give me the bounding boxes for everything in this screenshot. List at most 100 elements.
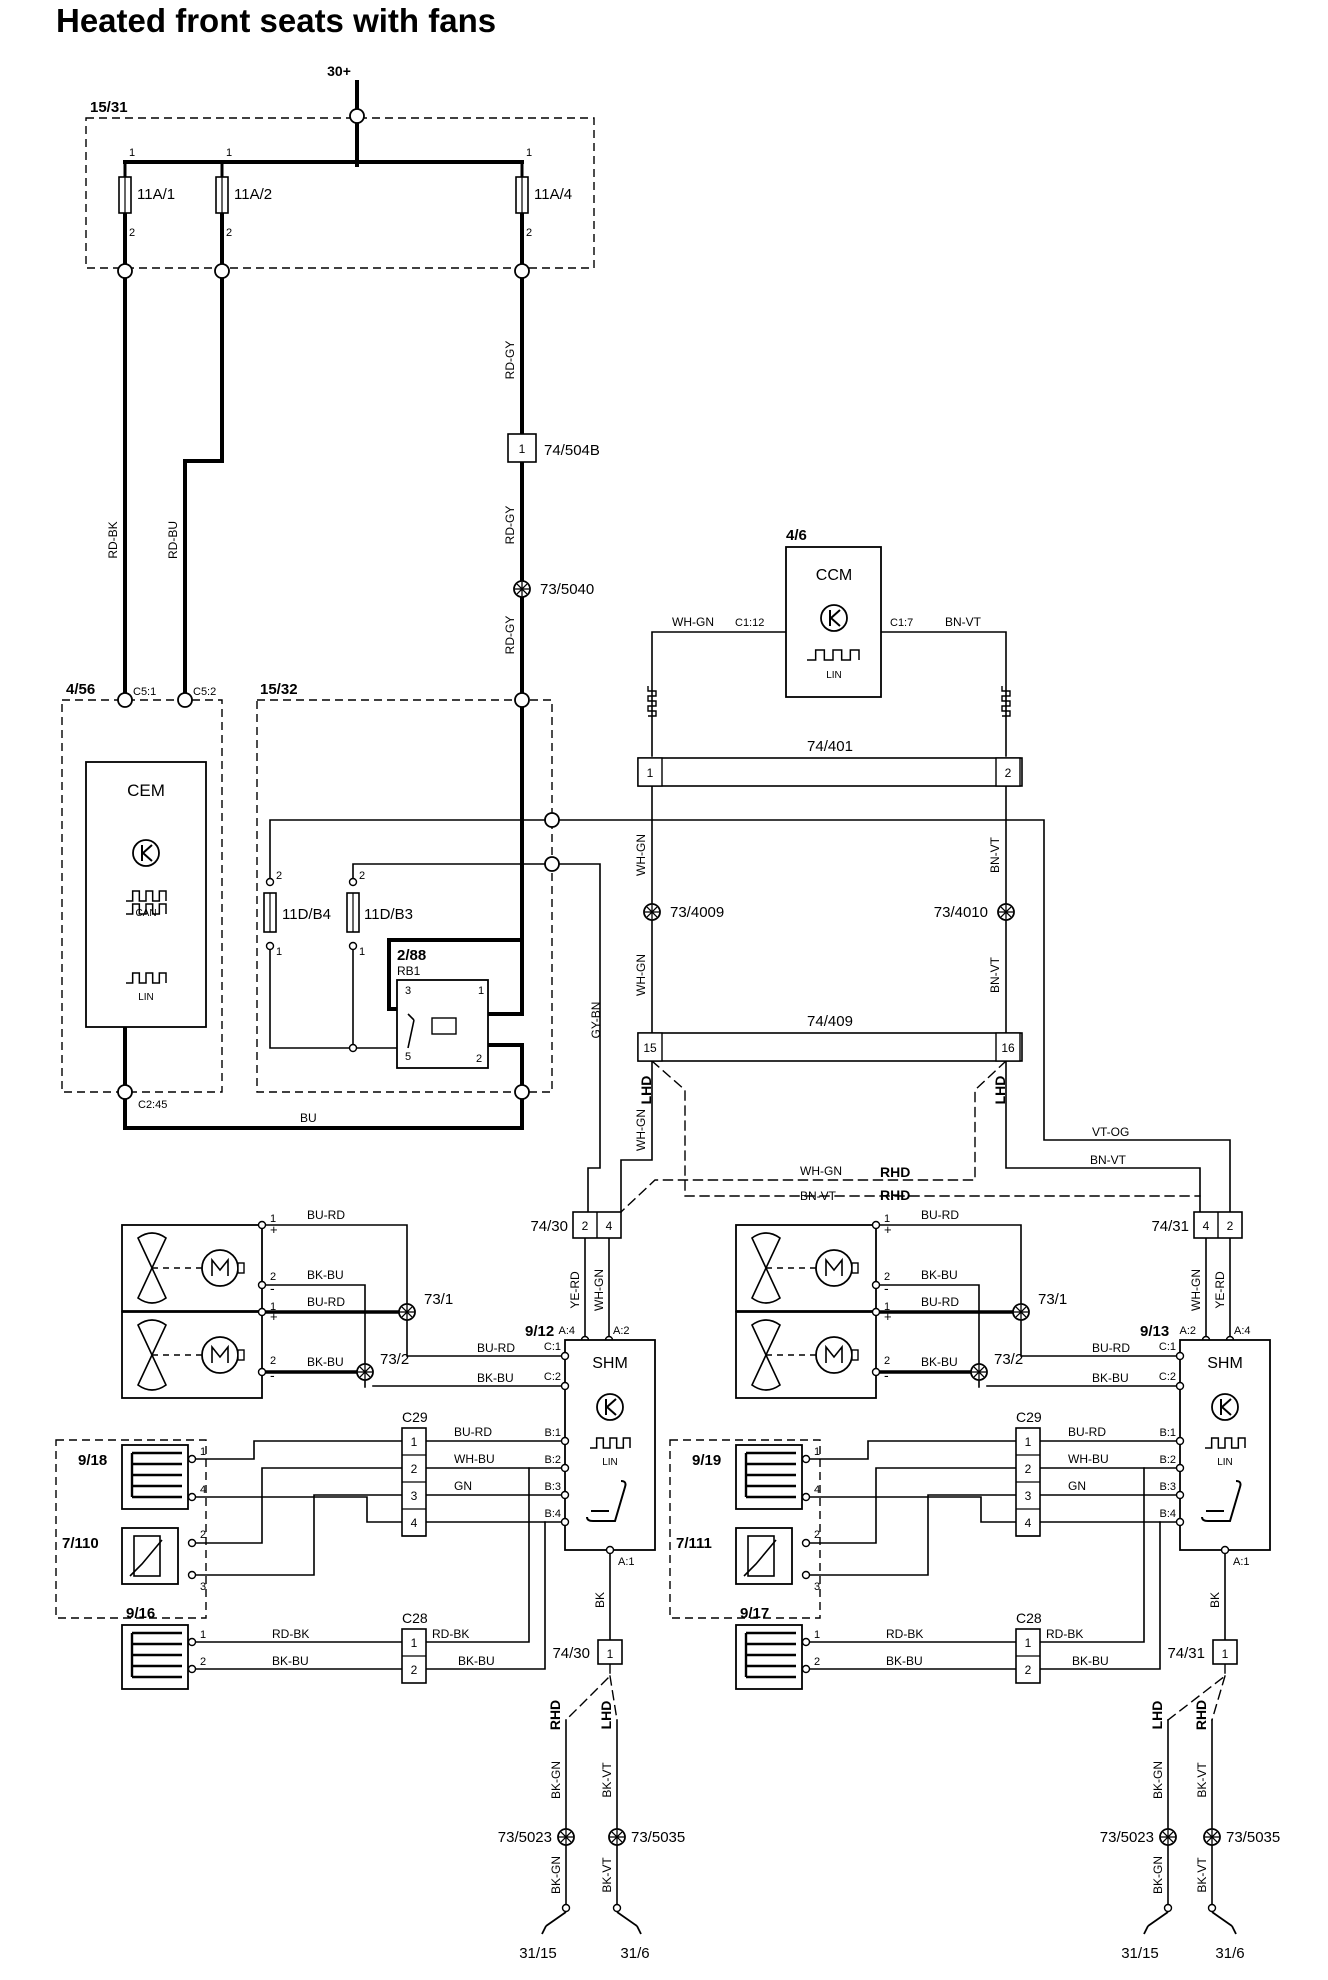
wire-label: WH-GN bbox=[1189, 1269, 1203, 1311]
connector-pin-label: 16 bbox=[1001, 1041, 1015, 1055]
shm-id-label: 9/13 bbox=[1140, 1323, 1169, 1340]
variant-label: LHD bbox=[598, 1701, 614, 1730]
wire-wh-gn bbox=[651, 631, 787, 757]
splice-label: 73/4009 bbox=[670, 904, 724, 921]
wire-label: GN bbox=[1068, 1479, 1086, 1493]
fuse-pin-label: 2 bbox=[526, 227, 532, 239]
pin-dot bbox=[612, 1903, 622, 1913]
wire-bu-rd bbox=[878, 1224, 1022, 1319]
pin-dot bbox=[1220, 1545, 1230, 1555]
pin-dot bbox=[1163, 1903, 1173, 1913]
pin-dot bbox=[187, 1492, 197, 1502]
splice-label: 73/5040 bbox=[540, 581, 594, 598]
ecu-glyph bbox=[829, 609, 841, 627]
splice-label: 73/2 bbox=[994, 1351, 1023, 1368]
pin-dot bbox=[348, 877, 358, 887]
splice-73-5023 bbox=[557, 1828, 575, 1846]
wire-label: BK-BU bbox=[477, 1371, 514, 1385]
wire-label: RD-BK bbox=[432, 1627, 469, 1641]
wire-label: GY-BN bbox=[589, 1002, 603, 1039]
wire-11d-b3 bbox=[352, 863, 554, 881]
sensor-label: 7/111 bbox=[676, 1535, 712, 1552]
pin-label: 1 bbox=[884, 1213, 890, 1225]
can-signal-icon bbox=[126, 903, 167, 915]
wire-label: BU-RD bbox=[307, 1295, 345, 1309]
pin-dot bbox=[871, 1220, 881, 1230]
splice-73-2 bbox=[356, 1363, 374, 1381]
supply-node bbox=[349, 108, 365, 124]
fuse-pin-label: 2 bbox=[129, 227, 135, 239]
relay-pin-label: 5 bbox=[405, 1051, 411, 1063]
pin-label: 2 bbox=[814, 1656, 820, 1668]
shm-pin-label: B:2 bbox=[1159, 1454, 1176, 1466]
lin-signal-icon bbox=[590, 1437, 631, 1449]
ground-icon bbox=[541, 1911, 567, 1935]
connector-pin-label: 4 bbox=[411, 1516, 418, 1530]
shm-pin-label: C:2 bbox=[1159, 1371, 1176, 1383]
ccm-pin-label: C1:7 bbox=[890, 617, 913, 629]
relay-feed-wire bbox=[387, 698, 524, 1011]
connector-pin-label: 1 bbox=[1222, 1647, 1229, 1661]
wire-rd-bu bbox=[183, 276, 224, 697]
shm-pin-label: A:4 bbox=[1234, 1325, 1251, 1337]
wire-label: BU-RD bbox=[454, 1425, 492, 1439]
pin-dot bbox=[1175, 1351, 1185, 1361]
pin-label: 1 bbox=[270, 1301, 276, 1313]
wire-bk-bu bbox=[878, 1284, 980, 1388]
pin-label: 1 bbox=[814, 1629, 820, 1641]
pin-dot bbox=[801, 1637, 811, 1647]
shm-pin-label: C:1 bbox=[1159, 1341, 1176, 1353]
pin-dot bbox=[187, 1664, 197, 1674]
connector-pin-label: 1 bbox=[1025, 1435, 1032, 1449]
pin-label: 3 bbox=[200, 1581, 206, 1593]
lin-signal-icon bbox=[647, 686, 657, 717]
motor-icon bbox=[815, 1249, 853, 1287]
ecu-glyph bbox=[605, 1398, 617, 1416]
fuse-pin-label: 1 bbox=[526, 147, 532, 159]
motor-glyph bbox=[211, 1257, 229, 1276]
polarity-label: - bbox=[884, 1367, 889, 1383]
ccm-bus-label: LIN bbox=[826, 670, 842, 681]
pin-dot bbox=[871, 1367, 881, 1377]
pin-label: 2 bbox=[270, 1271, 276, 1283]
wire-label: RD-BU bbox=[166, 521, 180, 559]
wire-label: BU-RD bbox=[1092, 1341, 1130, 1355]
connector-pin-label: 15 bbox=[643, 1041, 657, 1055]
pin-dot bbox=[801, 1664, 811, 1674]
seat-heater-group bbox=[669, 1439, 821, 1619]
wire-label: BU-RD bbox=[477, 1341, 515, 1355]
pin-dot bbox=[801, 1538, 811, 1548]
variant-label: RHD bbox=[1193, 1700, 1209, 1730]
wire-bn-vt-lhd bbox=[1005, 1060, 1201, 1213]
shm-name: SHM bbox=[592, 1355, 628, 1372]
wire-label: WH-GN bbox=[634, 954, 648, 996]
pin-label: 1 bbox=[200, 1446, 206, 1458]
wire-label: BK-BU bbox=[921, 1355, 958, 1369]
splice-label: 73/2 bbox=[380, 1351, 409, 1368]
wire bbox=[191, 1494, 403, 1576]
polarity-label: + bbox=[884, 1309, 892, 1324]
relay-coil bbox=[431, 1017, 457, 1035]
wire bbox=[191, 1440, 403, 1460]
ecu-glyph bbox=[141, 844, 153, 862]
wire-label: BK-VT bbox=[600, 1857, 614, 1893]
shm-pin-label: B:2 bbox=[544, 1454, 561, 1466]
sensor-body bbox=[747, 1535, 775, 1577]
splice-spoke bbox=[611, 1831, 623, 1843]
wire-label: RD-GY bbox=[503, 341, 517, 380]
pin-dot bbox=[348, 1043, 358, 1053]
fuse-pin-label: 1 bbox=[276, 946, 282, 958]
cem-id-label: 4/56 bbox=[66, 681, 95, 698]
motor-brush bbox=[237, 1349, 245, 1361]
wire-label: BU bbox=[300, 1111, 317, 1125]
pin-label: 2 bbox=[200, 1529, 206, 1541]
pin-dot bbox=[801, 1492, 811, 1502]
variant-label: RHD bbox=[547, 1700, 563, 1730]
pin-label: 2 bbox=[270, 1355, 276, 1367]
polarity-label: + bbox=[270, 1222, 278, 1237]
fuse-label: 11A/2 bbox=[234, 186, 272, 203]
connector-pin-box bbox=[637, 757, 663, 787]
pin-dot bbox=[801, 1570, 811, 1580]
wire bbox=[805, 1467, 1017, 1544]
junction-node bbox=[544, 856, 560, 872]
